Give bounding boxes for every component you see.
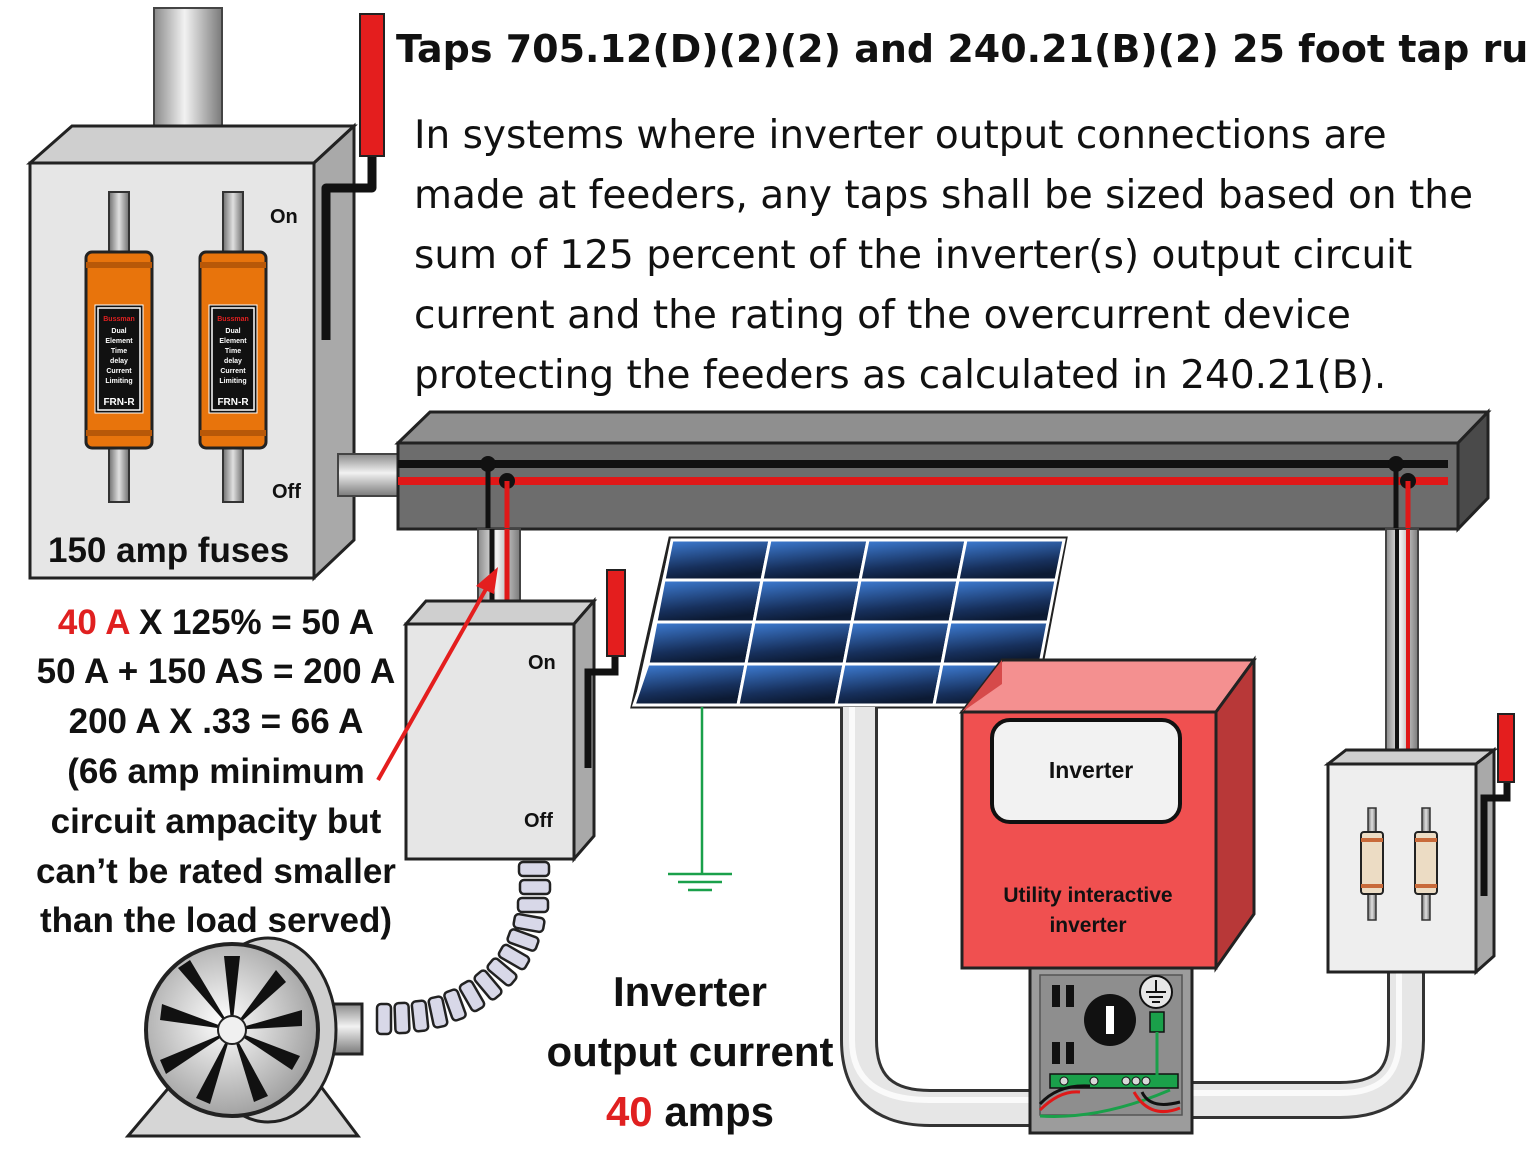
main-fused-disconnect: On Off Bussman Dual Element Time delay C…	[26, 7, 385, 582]
inverter-output-caption: Inverter output current 40 amps	[547, 968, 834, 1135]
tap-conduit	[477, 528, 521, 614]
main-fuse-1: Bussman Dual Element Time delay Current …	[84, 191, 154, 503]
tap-disconnect-front	[404, 622, 576, 861]
inverter-display	[990, 718, 1182, 824]
ac-disconnect-conduit	[1385, 528, 1419, 754]
rule-paragraph-line: sum of 125 percent of the inverter(s) ou…	[414, 233, 1412, 278]
tap-on-label: On	[528, 652, 556, 674]
main-disconnect-handle	[321, 150, 377, 340]
calc-line-5: circuit ampacity but	[51, 802, 382, 841]
rule-paragraph-line: current and the rating of the overcurren…	[414, 293, 1351, 338]
tap-pointer-arrow	[376, 567, 498, 781]
fuse-text: Time	[225, 348, 241, 355]
fuse-brand: Bussman	[103, 316, 135, 323]
tap-off-label: Off	[524, 810, 553, 832]
fuse-text: delay	[224, 358, 242, 365]
main-disconnect-side	[312, 122, 356, 582]
fuse-text: delay	[110, 358, 128, 365]
main-disconnect-top	[26, 124, 358, 165]
fuse-brand: Bussman	[217, 316, 249, 323]
calc-line-1-rest: X 125% = 50 A	[129, 603, 374, 642]
rule-paragraph-line: protecting the feeders as calculated in …	[414, 353, 1386, 398]
fuse-text: Current	[220, 368, 246, 375]
ac-disconnect-top	[1323, 748, 1499, 766]
main-on-label: On	[270, 206, 298, 228]
tap-disconnect: On Off	[402, 569, 626, 864]
output-line-3: 40 amps	[606, 1088, 774, 1135]
inverter-top	[958, 658, 1257, 714]
fuse-text: Element	[219, 338, 247, 345]
main-off-label: Off	[272, 481, 301, 503]
calc-line-2: 50 A + 150 AS = 200 A	[37, 652, 396, 691]
output-line-2: output current	[547, 1028, 834, 1075]
rule-paragraph: In systems where inverter output connect…	[414, 113, 1473, 398]
fuse-text: Element	[105, 338, 133, 345]
inverter-display-label: Inverter	[1049, 757, 1133, 783]
fuse-text: Dual	[225, 328, 240, 335]
motor-fan-icon	[160, 956, 302, 1104]
output-line-1: Inverter	[613, 968, 767, 1015]
main-fuse-caption: 150 amp fuses	[48, 531, 289, 570]
motor-load	[124, 936, 364, 1138]
terminal-slots	[1052, 985, 1074, 1064]
rule-paragraph-line: In systems where inverter output connect…	[414, 113, 1387, 158]
bus-top	[394, 410, 1492, 445]
calc-line-6: can’t be rated smaller	[36, 852, 396, 891]
main-fuse-2: Bussman Dual Element Time delay Current …	[198, 191, 268, 503]
rule-paragraph-line: made at feeders, any taps shall be sized…	[414, 173, 1473, 218]
ac-fuse-1	[1360, 807, 1384, 921]
fuse-text: Limiting	[105, 378, 132, 385]
calc-line-1: 40 A X 125% = 50 A	[58, 603, 374, 642]
flexible-conduit	[375, 860, 552, 1036]
fuse-model: FRN-R	[103, 397, 135, 408]
tap-disconnect-handle	[584, 652, 619, 768]
fuse-text: Limiting	[219, 378, 246, 385]
ac-fuse-2	[1414, 807, 1438, 921]
tap-disconnect-handle-grip	[606, 569, 626, 657]
service-conduit	[153, 7, 223, 147]
tap-calculation: 40 A X 125% = 50 A 50 A + 150 AS = 200 A…	[36, 603, 396, 940]
feeder-bus-duct	[337, 408, 1492, 533]
ground-symbol-icon	[668, 872, 732, 892]
output-current-unit: amps	[653, 1088, 774, 1135]
calc-line-7: than the load served)	[40, 901, 392, 940]
ac-disconnect-handle	[1480, 778, 1511, 896]
fuse-text: Dual	[111, 328, 126, 335]
output-current-value: 40	[606, 1088, 653, 1135]
bus-front	[396, 441, 1460, 531]
tap-disconnect-top	[402, 599, 598, 626]
utility-interactive-inverter: Inverter Utility interactive inverter	[958, 655, 1257, 1135]
inverter-caption-2: inverter	[1049, 914, 1126, 937]
inverter-side	[1214, 655, 1256, 973]
ac-fused-disconnect	[1323, 713, 1515, 976]
inverter-caption-1: Utility interactive	[1003, 884, 1172, 907]
diagram-title: Taps 705.12(D)(2)(2) and 240.21(B)(2) 25…	[396, 27, 1531, 71]
feeder-nipple	[337, 453, 403, 497]
fuse-model: FRN-R	[217, 397, 249, 408]
ac-disconnect-front	[1326, 762, 1478, 974]
calc-input-current: 40 A	[58, 603, 130, 642]
fuse-text: Time	[111, 348, 127, 355]
main-disconnect-handle-grip	[359, 13, 385, 157]
solar-array	[630, 536, 1068, 892]
calc-line-3: 200 A X .33 = 66 A	[69, 702, 364, 741]
solar-cells	[631, 538, 1066, 707]
ac-disconnect-handle-grip	[1497, 713, 1515, 783]
calc-line-4: (66 amp minimum	[67, 752, 365, 791]
fuse-text: Current	[106, 368, 132, 375]
